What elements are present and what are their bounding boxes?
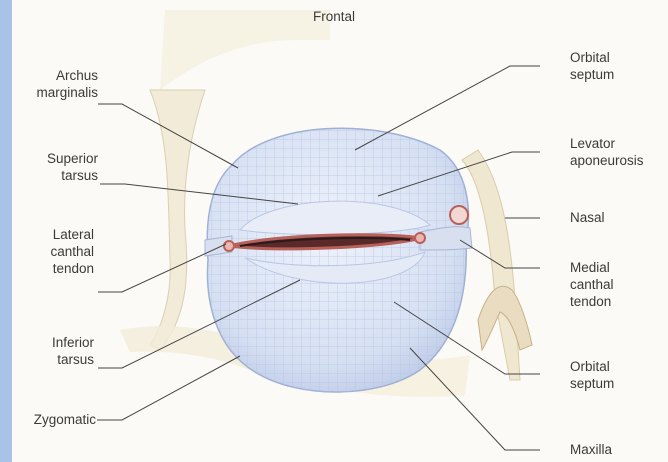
lacrimal-sac (450, 206, 468, 224)
label-levator-aponeurosis: Levator aponeurosis (570, 135, 644, 169)
label-inferior-tarsus: Inferior tarsus (8, 334, 94, 368)
label-superior-tarsus: Superior tarsus (8, 150, 98, 184)
medial-canthal-tendon-shape (420, 227, 472, 250)
label-archus-marginalis: Archus marginalis (8, 67, 98, 101)
label-orbital-septum-bottom: Orbital septum (570, 358, 614, 392)
label-nasal: Nasal (570, 209, 605, 226)
label-lateral-canthal-tendon: Lateral canthal tendon (8, 226, 94, 277)
label-medial-canthal-tendon: Medial canthal tendon (570, 259, 614, 310)
label-zygomatic: Zygomatic (8, 411, 96, 428)
frontal-bone-shading (160, 10, 330, 90)
diagram-title: Frontal (313, 8, 355, 25)
label-maxilla: Maxilla (570, 441, 612, 458)
label-orbital-septum-top: Orbital septum (570, 49, 614, 83)
lateral-bone-left (150, 90, 205, 350)
nasal-bone (462, 150, 520, 380)
